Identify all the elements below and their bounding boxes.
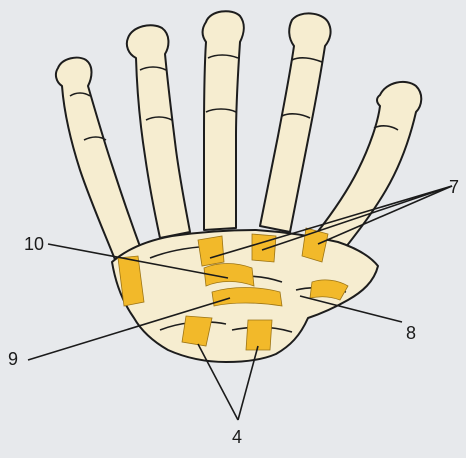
label-10: 10: [24, 235, 44, 253]
label-8: 8: [406, 324, 416, 342]
label-7: 7: [449, 178, 459, 196]
ligament-7a: [198, 236, 224, 266]
label-4: 4: [232, 428, 242, 446]
ligament-7b: [252, 234, 276, 262]
label-9: 9: [8, 350, 18, 368]
ligament-4b: [246, 320, 272, 350]
